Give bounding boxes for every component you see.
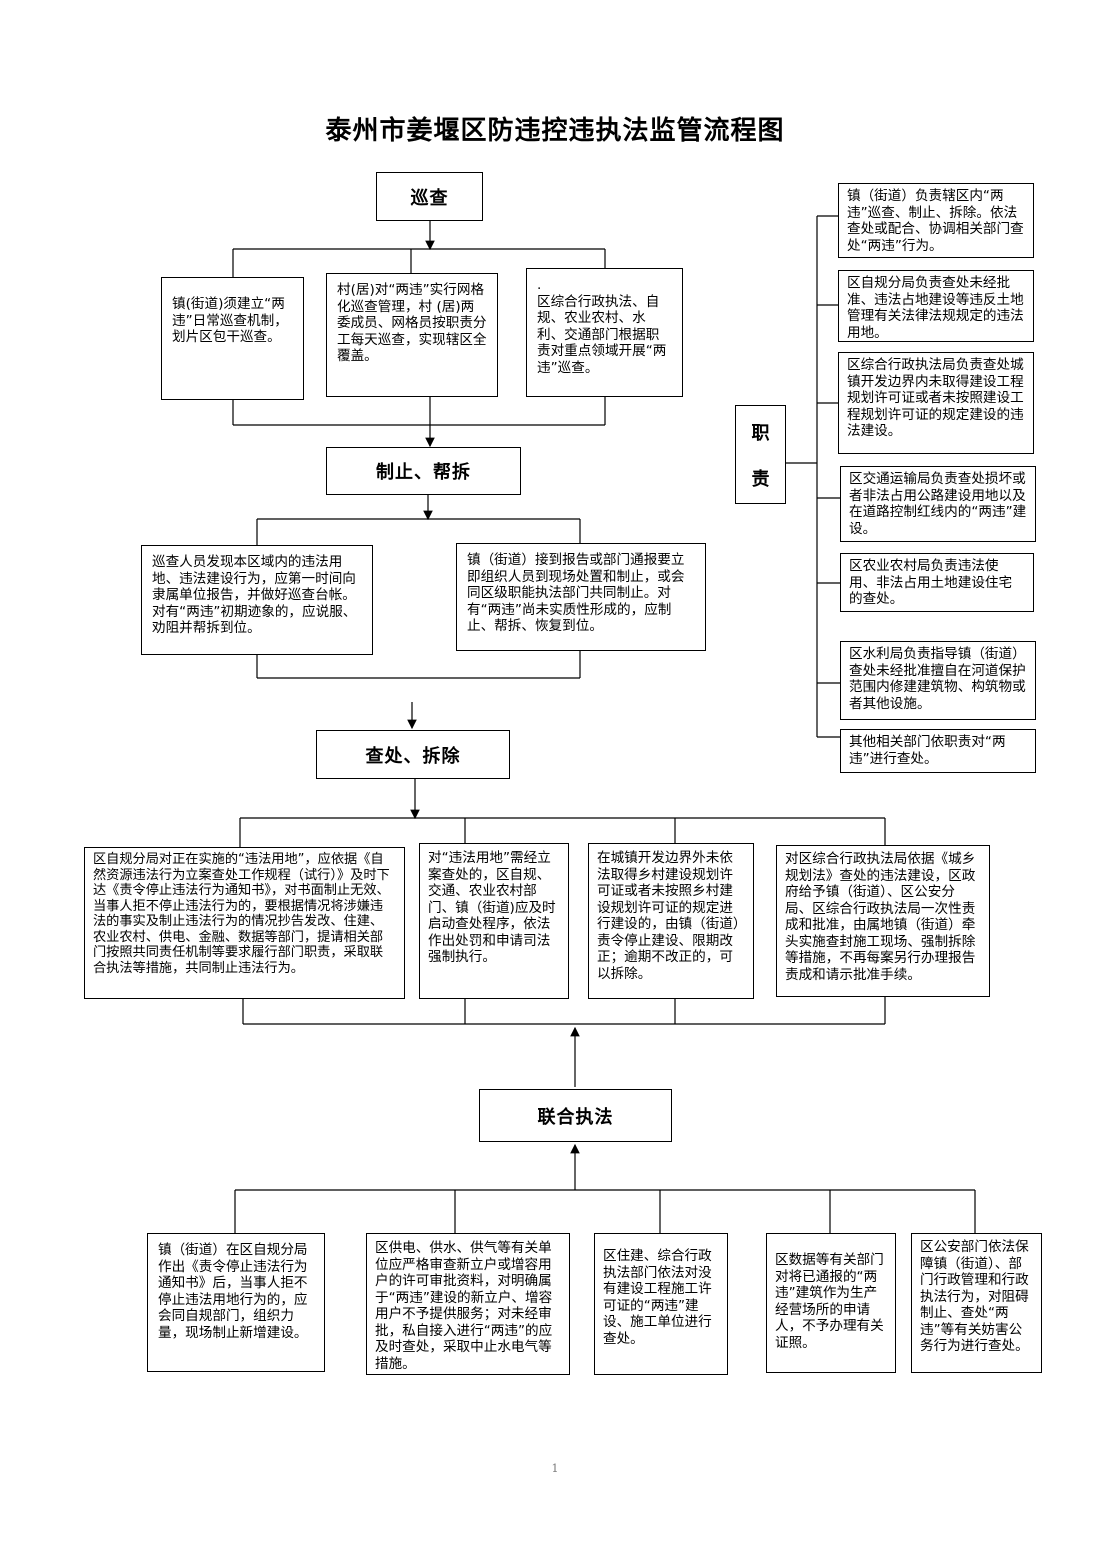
page-number: 1 [551, 1462, 559, 1475]
investigate-box-rural-planning: 在城镇开发边界外未依法取得乡村建设规划许可证或者未按照乡村建设规划许可证的规定进… [588, 843, 754, 999]
page-title: 泰州市姜堰区防违控违执法监管流程图 [325, 116, 785, 146]
investigate-box-urban-planning: 对区综合行政执法局依据《城乡规划法》查处的违法建设，区政府给予镇（街道）、区公安… [776, 845, 990, 997]
stage-joint-enforcement-header: 联合执法 [479, 1089, 672, 1142]
investigate-box-case-filing: 对“违法用地”需经立案查处的，区自规、交通、农业农村部门、镇（街道)应及时启动查… [419, 843, 569, 999]
joint-box-police: 区公安部门依法保障镇（街道）、部门行政管理和行政执法行为，对阻碍制止、查处“两违… [911, 1233, 1042, 1373]
duty-box-comprehensive-enforcement: 区综合行政执法局负责查处城镇开发边界内未取得建设工程规划许可证或者未按照建设工程… [838, 352, 1034, 454]
investigate-box-natural-resources: 区自规分局对正在实施的“违法用地”，应依据《自然资源违法行为立案查处工作规程（试… [84, 847, 405, 999]
joint-box-construction: 区住建、综合行政执法部门依法对没有建设工程施工许可证的“两违”建设、施工单位进行… [594, 1233, 728, 1375]
stop-box-patrol-staff: 巡查人员发现本区域内的违法用地、违法建设行为，应第一时间向隶属单位报告，并做好巡… [141, 545, 373, 655]
duty-box-natural-resources: 区自规分局负责查处未经批准、违法占地建设等违反土地管理有关法律法规规定的违法用地… [838, 270, 1034, 342]
stage-stop-header: 制止、帮拆 [326, 447, 521, 495]
stage-patrol-header: 巡查 [376, 172, 483, 221]
duty-box-other: 其他相关部门依职责对“两违”进行查处。 [840, 729, 1036, 773]
stage-investigate-header: 查处、拆除 [316, 730, 510, 779]
stop-box-town-response: 镇（街道）接到报告或部门通报要立即组织人员到现场处置和制止，或会同区级职能执法部… [456, 543, 706, 651]
duty-box-water: 区水利局负责指导镇（街道）查处未经批准擅自在河道保护范围内修建建筑物、构筑物或者… [840, 641, 1036, 720]
duty-box-town: 镇（街道）负责辖区内“两违”巡查、制止、拆除。依法查处或配合、协调相关部门查处“… [838, 183, 1034, 258]
duty-box-agriculture: 区农业农村局负责违法使用、非法占用土地建设住宅的查处。 [840, 553, 1034, 612]
joint-box-data: 区数据等有关部门对将已通报的“两违”建筑作为生产经营场所的申请人，不予办理有关证… [766, 1233, 896, 1373]
duty-box-transport: 区交通运输局负责查处损坏或者非法占用公路建设用地以及在道路控制红线内的“两违”建… [840, 466, 1036, 542]
patrol-box-departments: . 区综合行政执法、自规、农业农村、水利、交通部门根据职责对重点领域开展“两违”… [526, 268, 683, 397]
joint-box-town: 镇（街道）在区自规分局作出《责令停止违法行为通知书》后，当事人拒不停止违法用地行… [147, 1233, 325, 1372]
duties-label: 职责 [735, 405, 786, 504]
patrol-box-town: 镇(街道)须建立“两违”日常巡查机制，划片区包干巡查。 [161, 277, 304, 400]
patrol-box-village: 村(居)对“两违”实行网格化巡查管理，村 (居)两委成员、网格员按职责分工每天巡… [326, 273, 498, 397]
joint-box-utilities: 区供电、供水、供气等有关单位应严格审查新立户或增容用户的许可审批资料，对明确属于… [366, 1233, 570, 1375]
